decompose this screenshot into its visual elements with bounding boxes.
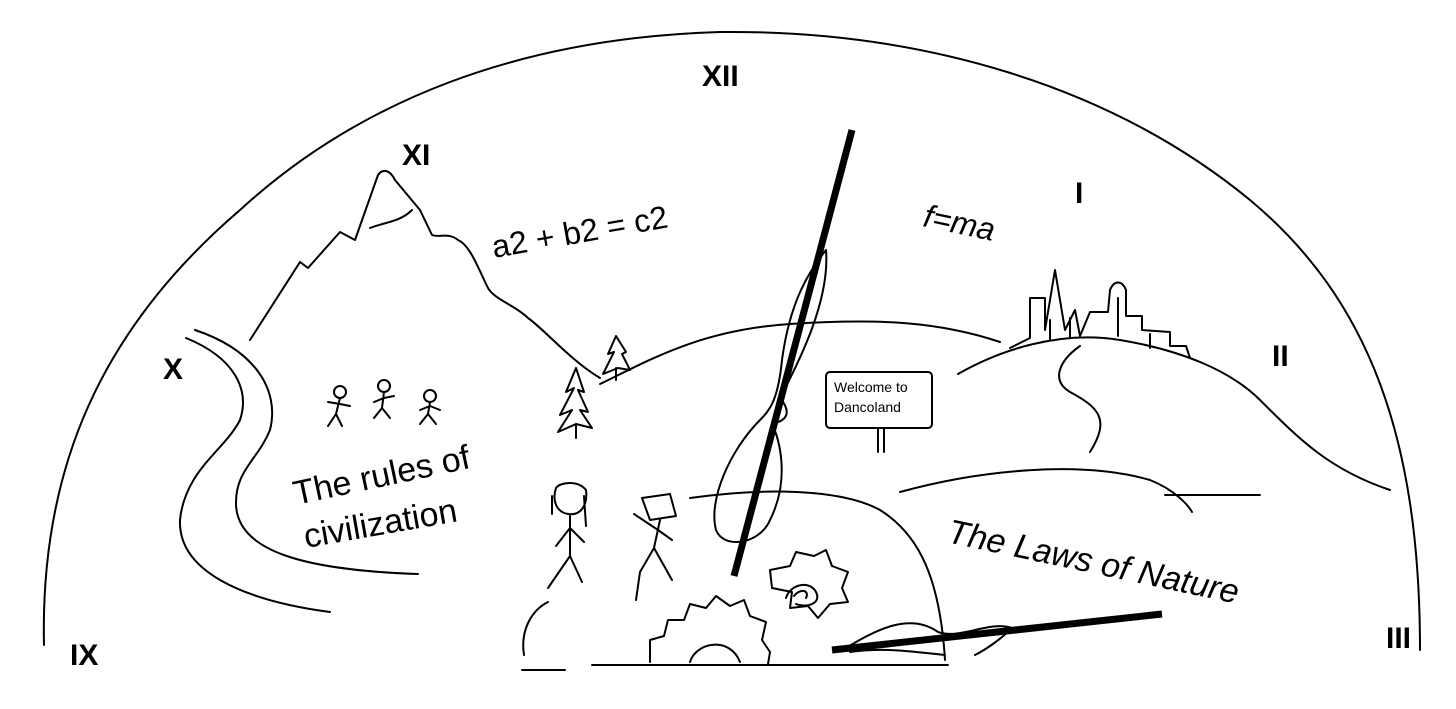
small-gear-icon — [769, 549, 849, 619]
gear-inner-arc — [689, 643, 741, 663]
minute-hand — [831, 610, 1163, 654]
hour-hand — [730, 129, 856, 577]
numeral-iii: III — [1386, 622, 1411, 655]
welcome-sign: Welcome to Dancoland — [825, 371, 933, 453]
spindle-lower-curve — [849, 648, 946, 656]
city-skyline-icon — [1009, 269, 1191, 359]
mountain-snow-cap — [369, 209, 413, 229]
city-hill — [957, 336, 1391, 491]
stick-figure — [419, 389, 441, 425]
hill-road — [1058, 345, 1102, 453]
numeral-xi: XI — [402, 139, 430, 172]
stick-figure — [373, 379, 395, 419]
numeral-ii: II — [1272, 340, 1289, 373]
river-bank-outer — [178, 337, 331, 613]
clock-dome-outline — [42, 30, 1421, 651]
stick-figure — [327, 385, 351, 427]
person-figure-right — [633, 493, 677, 601]
newton-formula: f=ma — [921, 198, 999, 248]
left-arch — [522, 601, 549, 656]
stick-figures-group — [327, 379, 441, 427]
river-bank-inner — [194, 329, 419, 575]
pine-tree-icon — [602, 335, 631, 381]
numeral-xii: XII — [702, 60, 739, 93]
inner-dome — [689, 490, 946, 661]
numeral-ix: IX — [70, 639, 98, 672]
city-building-detail — [1049, 297, 1151, 349]
sign-text-line1: Welcome to — [834, 379, 908, 395]
pine-tree-icon — [557, 367, 593, 439]
lower-hill-ridge — [899, 468, 1193, 513]
numeral-i: I — [1075, 177, 1083, 210]
nature-caption: The Laws of Nature — [944, 513, 1242, 612]
gear-icon — [649, 595, 771, 665]
numeral-x: X — [163, 353, 183, 386]
small-gear-eye — [785, 583, 819, 607]
person-figure-left — [547, 482, 588, 589]
mountain-outline — [249, 169, 601, 379]
sign-text-line2: Dancoland — [834, 399, 901, 415]
pythagoras-formula: a2 + b2 = c2 — [489, 199, 670, 265]
